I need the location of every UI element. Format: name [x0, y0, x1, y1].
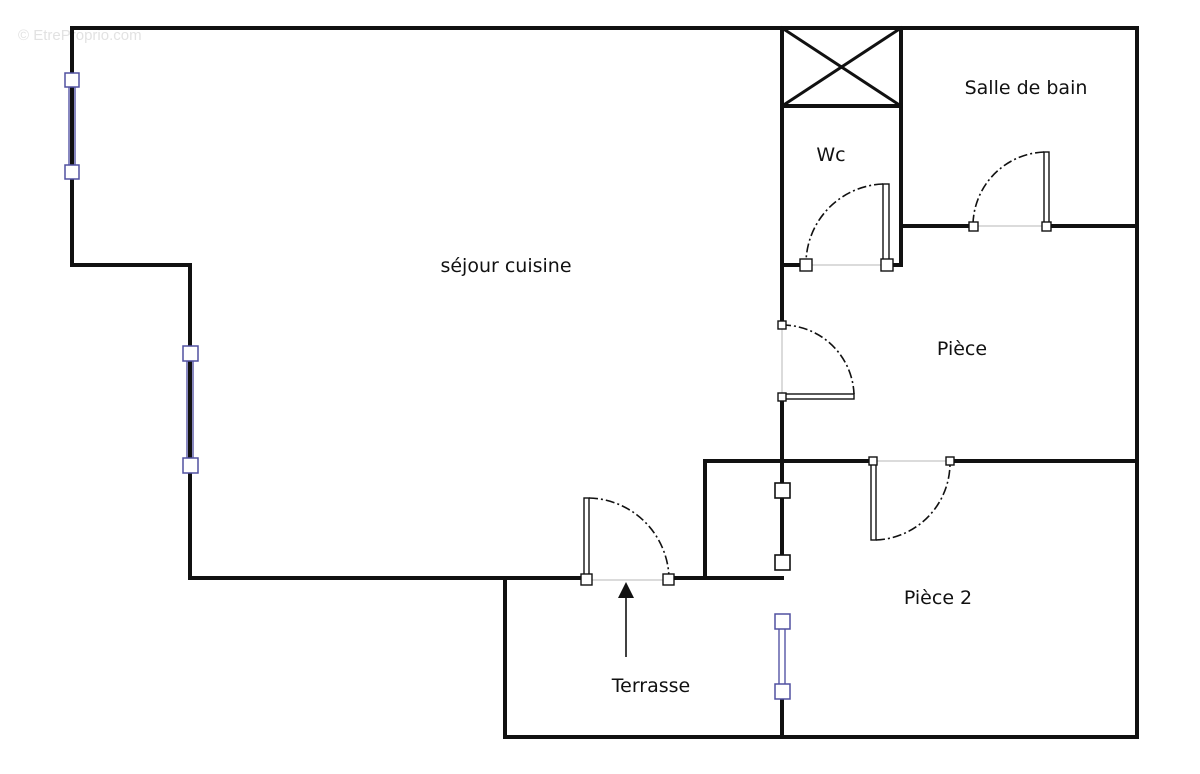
shaft-box — [779, 25, 904, 109]
door-wc — [799, 183, 894, 272]
walls — [70, 26, 1139, 739]
room-label-salle-de-bain: Salle de bain — [965, 77, 1088, 99]
watermark: © EtreProprio.com — [18, 27, 142, 44]
room-label-piece: Pièce — [937, 338, 987, 360]
entrance-arrow — [618, 582, 634, 657]
window-terrace-piece2 — [774, 613, 791, 700]
window-left-top — [64, 72, 80, 180]
door-piece2 — [868, 456, 955, 541]
room-label-sejour-cuisine: séjour cuisine — [440, 255, 571, 277]
outer-wall-left — [70, 26, 507, 580]
room-label-piece-2: Pièce 2 — [904, 587, 972, 609]
room-label-terrasse: Terrasse — [611, 675, 691, 697]
room-label-wc: Wc — [816, 144, 845, 166]
opening-hall-piece2 — [774, 482, 791, 571]
window-left-bottom — [182, 345, 199, 474]
door-terrasse — [580, 497, 675, 586]
door-piece — [777, 320, 855, 402]
door-salle-de-bain — [968, 151, 1052, 232]
